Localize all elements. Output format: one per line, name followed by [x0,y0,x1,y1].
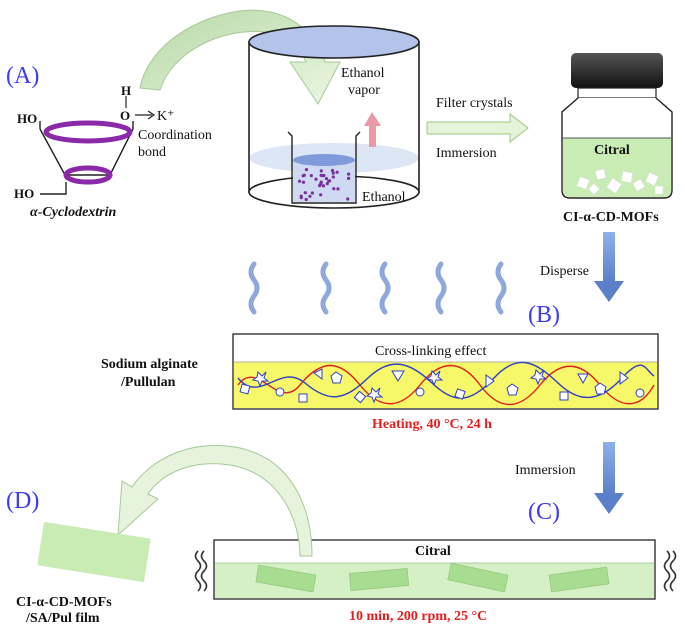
panel-label-d: (D) [6,488,39,514]
coordination-label: Coordination [138,128,212,143]
hydrogen-label: H [121,83,131,98]
crystal-dot [319,193,323,197]
crystal-dot [325,182,329,186]
final-film [37,521,151,583]
crystal-dot [301,180,306,184]
crystal-dot [336,187,340,191]
cyclodextrin-name: α-Cyclodextrin [30,205,117,220]
crystal-dot [335,170,339,174]
shaking-condition-label: 10 min, 200 rpm, 25 °C [349,609,487,624]
heat-wave [248,261,260,315]
crystal-dot [331,175,335,179]
final-film-label-1: CI-α-CD-MOFs [16,595,112,610]
cross-linking-label: Cross-linking effect [375,344,486,359]
crystal-dot [331,171,335,175]
heat-wave [379,261,391,315]
crystal-dot [304,168,309,172]
crystal-dot [310,191,314,195]
disperse-arrow [594,232,624,302]
filter-crystals-label: Filter crystals [436,96,513,111]
crystal-dot [346,197,350,201]
crystal-dot [308,194,312,198]
crystal-dot [302,173,306,177]
heating-condition-label: Heating, 40 °C, 24 h [372,417,492,432]
heat-waves [248,261,507,315]
immersion-label-2: Immersion [515,463,576,478]
cyclodextrin-structure [39,96,156,195]
ethanol-liquid-label: Ethanol [362,190,406,205]
crystal-dot [330,168,335,173]
panel-label-a: (A) [6,63,39,89]
ho-top-label: HO [17,111,37,126]
jar-citral-label: Citral [594,143,630,158]
crystal-dot [319,169,323,173]
crystal-dot [324,177,329,181]
vapor-vessel [248,25,420,209]
citral-bath-label: Citral [415,544,451,559]
mof-product-label: CI-α-CD-MOFs [563,210,659,225]
panel-label-b: (B) [528,302,560,328]
potassium-ion-label: K⁺ [157,109,175,124]
panel-label-c: (C) [528,499,560,525]
oxygen-label: O [120,108,130,123]
crystal-dot [309,174,313,178]
mof-crystal-dots [298,168,351,202]
crystal-dot [320,174,324,178]
crystal-dot [314,177,318,181]
ethanol-vapor-label-1: Ethanol [341,66,385,81]
crystal-dot [321,184,326,188]
citral-jar [561,53,673,199]
crystal-dot [347,172,351,176]
heat-wave [320,261,332,315]
curved-arrow-bottom [117,445,313,557]
final-film-label-2: /SA/Pul film [25,611,100,626]
crystal-dot [298,179,302,183]
immersion-arrow [594,442,624,514]
heat-wave [435,261,447,315]
step-arrow [426,112,529,144]
film-bath [232,333,659,410]
crystal-dot [332,187,336,191]
crystal-dot [328,179,332,183]
disperse-label: Disperse [540,264,589,279]
crystal-dot [303,191,307,195]
sodium-alginate-label: Sodium alginate [101,357,198,372]
crystal-dot [304,197,308,202]
citral-bath [194,539,677,600]
ethanol-vapor-label-2: vapor [348,83,380,98]
ho-bottom-label: HO [14,186,34,201]
crystal-dot [299,196,303,200]
crystal-dot [347,176,351,180]
bond-label: bond [138,145,166,160]
immersion-label-1: Immersion [436,146,497,161]
crystal-dot [319,180,323,184]
pullulan-label: /Pullulan [120,375,176,390]
heat-wave [495,261,507,315]
